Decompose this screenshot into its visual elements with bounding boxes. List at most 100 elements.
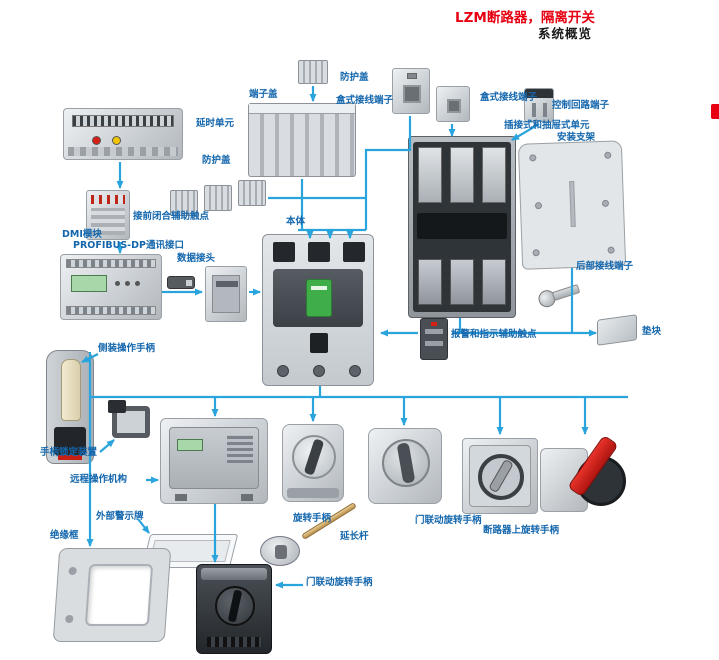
insulation-frame-illustration (52, 548, 172, 642)
terminal-screw (313, 365, 325, 377)
protective-covers-illustration (170, 180, 268, 218)
delay-unit-illustration (63, 108, 183, 160)
box-terminal-b-illustration (436, 86, 470, 122)
mechanism-screen (177, 439, 203, 451)
frame-opening (84, 564, 154, 626)
contact-pins (91, 195, 125, 204)
pole-terminal (308, 242, 330, 262)
plug-pin (186, 280, 192, 286)
center-band (417, 213, 507, 239)
lock-body (108, 400, 126, 413)
side-operating-handle-illustration (46, 350, 94, 464)
door-rotary-handle-illustration (368, 428, 442, 504)
label-plug-in-drawer-unit: 插接式和抽屉式单元 (504, 120, 590, 131)
label-terminal-cover: 端子盖 (249, 89, 278, 100)
lower-contact-window (418, 259, 442, 305)
terminal-row-bottom (66, 306, 156, 315)
diagram-title: LZM断路器，隔离开关 (455, 10, 595, 26)
vent-slots (72, 115, 174, 127)
breaker-toggle (310, 333, 328, 353)
red-marker (431, 322, 437, 326)
diagram-subtitle: 系统概览 (538, 26, 593, 41)
frame-hole (65, 615, 74, 623)
red-trim (58, 455, 82, 460)
cover-top-edge (249, 104, 355, 114)
page-edge-marker (711, 104, 719, 119)
vent-slots (207, 637, 261, 647)
protective-cover-small-illustration (298, 60, 328, 84)
label-box-terminal-a: 盒式接线端子 (336, 95, 394, 106)
handle-top-face (201, 568, 267, 580)
contact-stripe (425, 329, 443, 334)
mounting-hole (534, 202, 543, 210)
label-rotary-handle: 旋转手柄 (293, 513, 332, 524)
cover-block (170, 190, 198, 216)
lower-contact-window (482, 259, 506, 305)
yellow-indicator (112, 136, 121, 145)
knob-slot (275, 545, 287, 559)
profibus-module-illustration (205, 266, 247, 322)
label-external-warning-sign: 外部警示牌 (96, 511, 144, 522)
mounting-hole (532, 249, 540, 257)
lcd-screen (71, 275, 107, 292)
label-dmi-module: DMI模块 (62, 229, 102, 240)
label-extension-rod: 延长杆 (340, 531, 369, 542)
handle-blade (61, 359, 81, 421)
label-mounting-bracket: 安装支架 (557, 132, 596, 143)
remote-mechanism-illustration (160, 418, 268, 504)
terminal-pin (543, 103, 547, 117)
label-handle-locking-device: 手柄锁定装置 (40, 447, 98, 458)
control-terminal-illustration (524, 88, 554, 122)
terminal-opening (447, 99, 461, 113)
handle-lock-illustration (108, 400, 154, 442)
mounting-bracket-illustration (517, 140, 627, 270)
label-box-terminal-b: 盒式接线端子 (480, 92, 538, 103)
label-protective-cover-mid: 防护盖 (202, 155, 231, 166)
rear-terminal-illustration (534, 274, 585, 316)
mounting-hole (529, 154, 537, 162)
label-profibus-port: PROFIBUS-DP通讯接口 (73, 240, 184, 251)
button-dot (135, 281, 140, 286)
terminal-screw (349, 365, 361, 377)
red-indicator (92, 136, 101, 145)
contact-stripe (425, 341, 443, 346)
mounting-hole (604, 151, 612, 159)
door-rotary-bottom-illustration (196, 564, 272, 654)
mechanism-vents (227, 435, 253, 463)
label-front-aux-contact: 接前闭合辅助触点 (133, 211, 210, 222)
data-connector-illustration (167, 276, 195, 289)
rotary-handle-illustration (282, 424, 344, 502)
terminal-row-top (66, 259, 156, 268)
label-data-connector: 数据接头 (177, 253, 216, 264)
label-main-body: 本体 (286, 216, 306, 227)
label-breaker-rotary: 断路器上旋转手柄 (483, 525, 560, 536)
front-aux-contact-illustration (86, 190, 130, 240)
terminal-screw (407, 73, 417, 79)
alarm-aux-contact-illustration (420, 318, 448, 360)
terminal-pin (532, 103, 536, 117)
terminal-cover-illustration (248, 103, 356, 177)
bolt-stem (551, 284, 581, 301)
handle-base (54, 427, 86, 455)
contact-ribs (91, 208, 125, 235)
label-control-circuit-terminal: 控制回路端子 (552, 100, 610, 111)
terminal-screw (277, 365, 289, 377)
mounting-hole (607, 246, 615, 254)
plug-in-drawer-unit-illustration (408, 136, 516, 318)
cover-block (204, 185, 232, 211)
box-terminal-a-illustration (392, 68, 430, 114)
rating-label (311, 286, 327, 290)
button-dot (125, 281, 130, 286)
label-side-operating-handle: 侧装操作手柄 (98, 343, 156, 354)
center-slot (569, 180, 576, 228)
terminal-opening (403, 85, 421, 103)
label-insulation-frame: 绝缘框 (50, 530, 79, 541)
contact-window (418, 147, 442, 203)
contact-window (482, 147, 506, 203)
label-door-rotary-bottom: 门联动旋转手柄 (306, 577, 373, 588)
label-protective-cover-top: 防护盖 (340, 72, 369, 83)
main-breaker-illustration (262, 234, 374, 386)
lower-contact-window (450, 259, 474, 305)
module-slot (216, 281, 238, 287)
